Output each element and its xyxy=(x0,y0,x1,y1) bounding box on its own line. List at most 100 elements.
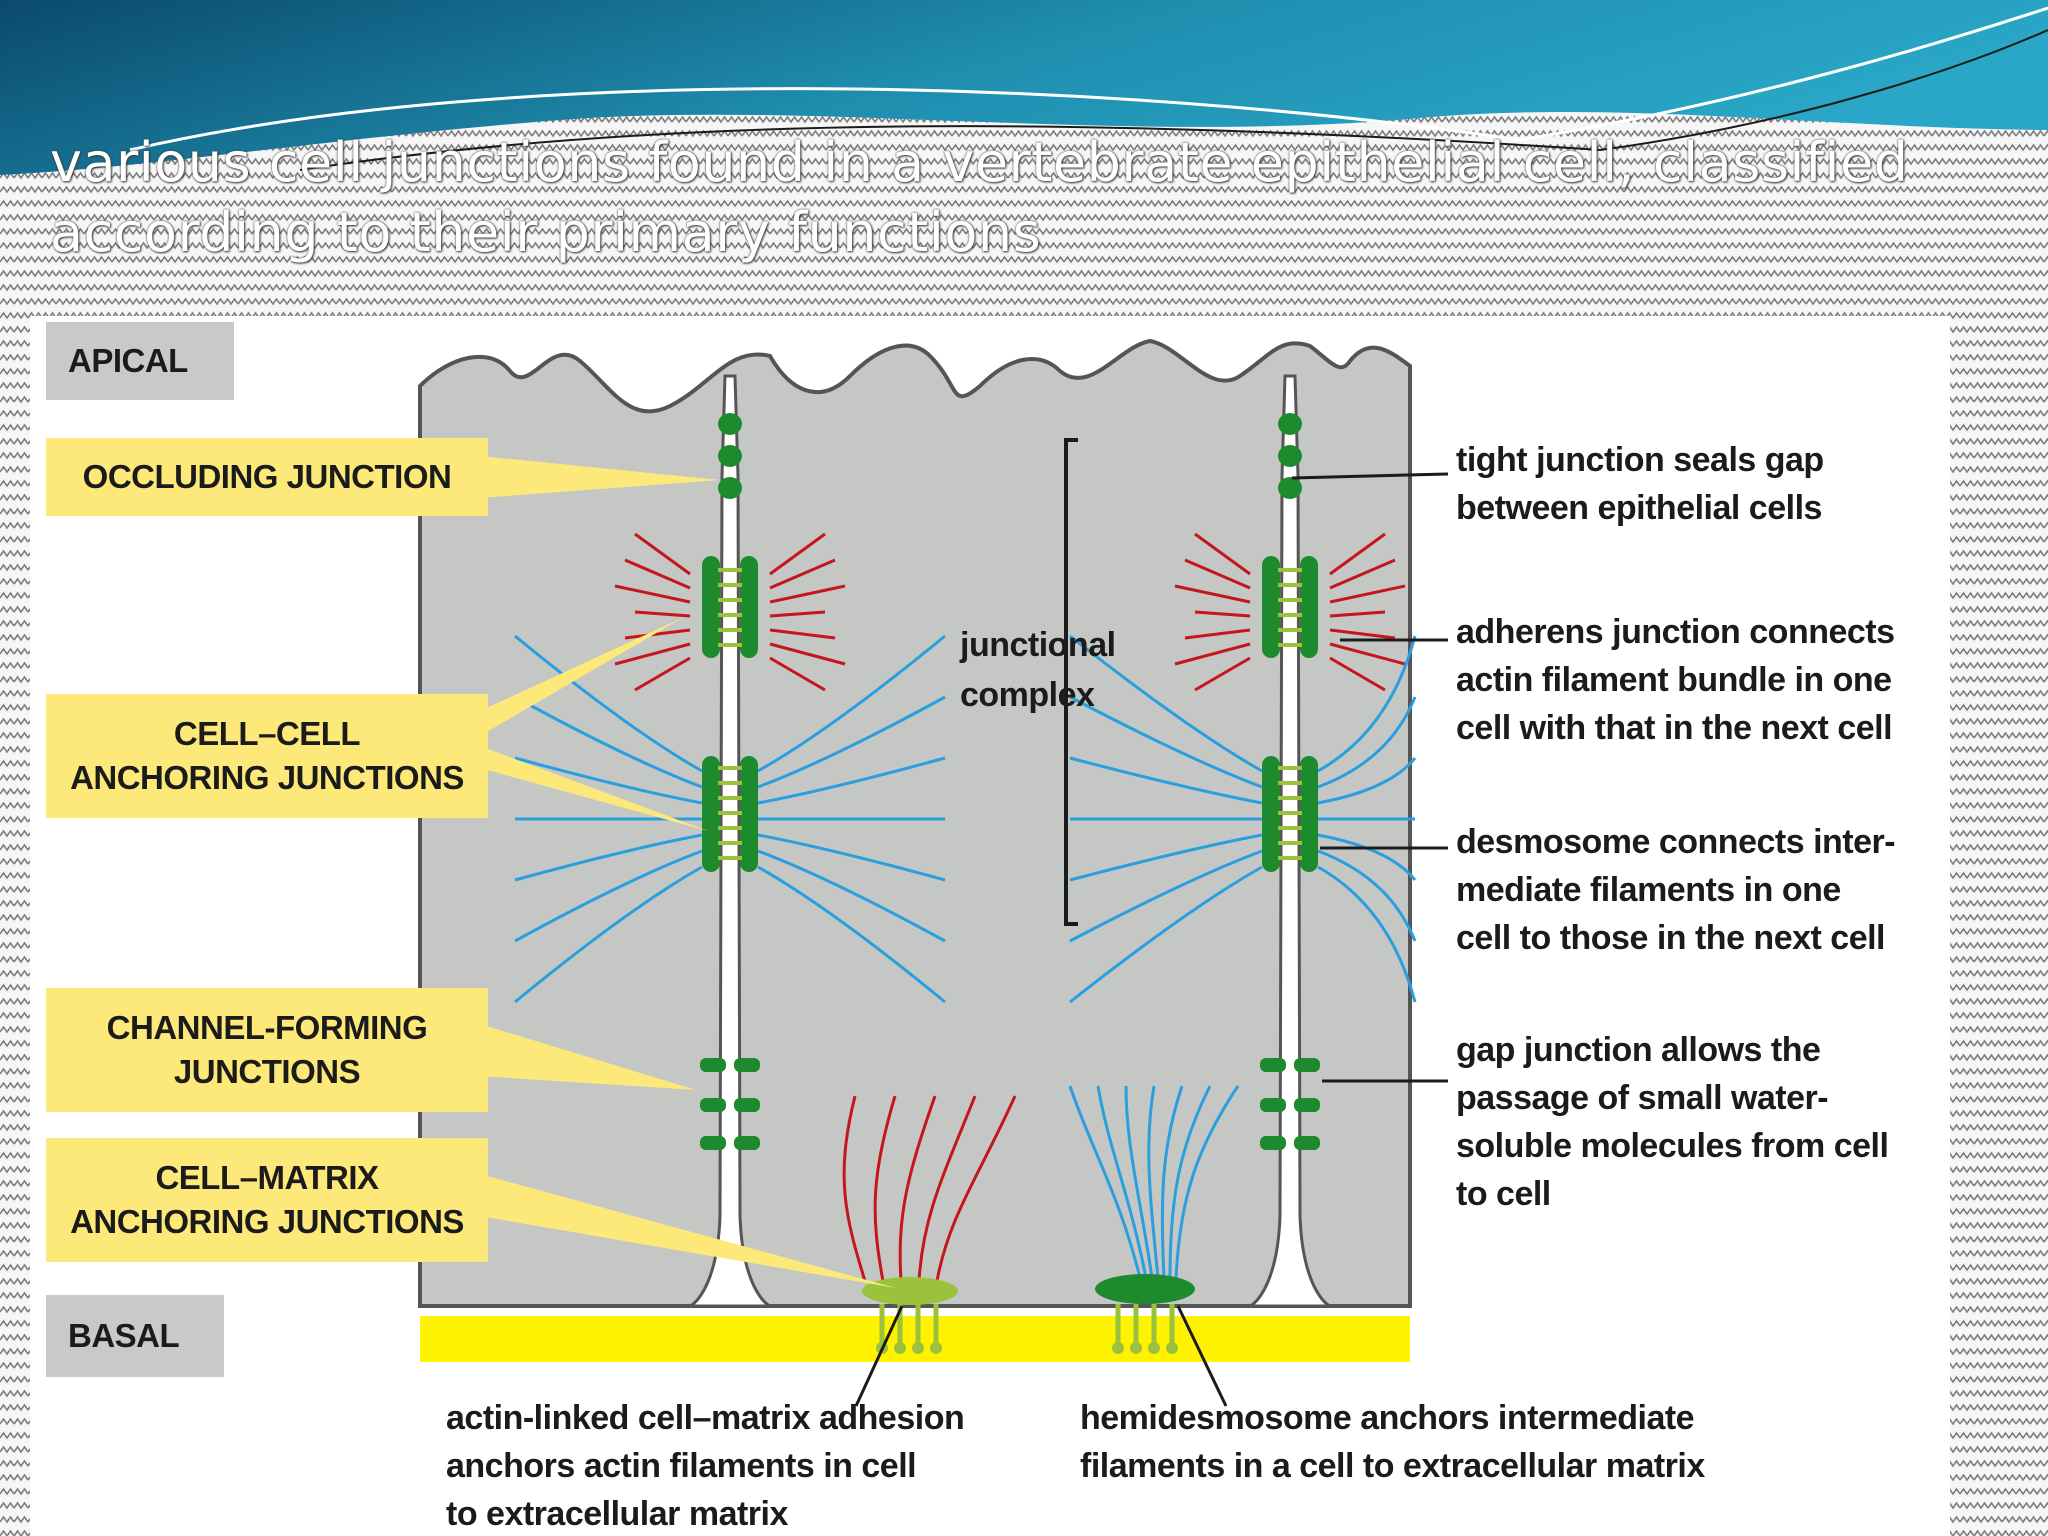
note-line: tight junction seals gap xyxy=(1456,441,1824,479)
integrin-foot xyxy=(894,1342,906,1354)
category-line: JUNCTIONS xyxy=(173,1053,361,1090)
apical-label-box: APICAL xyxy=(46,322,234,400)
junctional-complex-bracket xyxy=(1064,438,1078,926)
intermediate-filament xyxy=(1069,849,1263,943)
tight-junction-bead xyxy=(1278,477,1302,499)
intermediate-filament xyxy=(1124,1085,1154,1279)
integrin-foot xyxy=(930,1342,942,1354)
intermediate-filament xyxy=(757,695,946,789)
tight-junction-bead xyxy=(718,477,742,499)
intermediate-filament xyxy=(1317,696,1417,789)
intermediate-filament xyxy=(514,833,703,882)
actin-filament xyxy=(769,610,826,618)
desmosome-plaque xyxy=(740,756,758,872)
actin-filament xyxy=(1194,532,1251,576)
leader-line xyxy=(854,1305,904,1407)
adherens-plaque xyxy=(702,556,720,658)
gap-connexon xyxy=(700,1058,726,1072)
basal-label: BASAL xyxy=(68,1317,180,1354)
header-wave xyxy=(0,0,2048,175)
note-actin-linked-adhesion: actin-linked cell–matrix adhesion anchor… xyxy=(446,1394,965,1536)
gap-connexon xyxy=(700,1098,726,1112)
slide-title: various cell junctions found in a verteb… xyxy=(50,131,1909,264)
desmosome-plaque xyxy=(1262,756,1280,872)
actin-filament xyxy=(935,1095,1017,1282)
category-cell-matrix-anchoring: CELL–MATRIX ANCHORING JUNCTIONS xyxy=(46,1138,488,1262)
integrin-foot xyxy=(1130,1342,1142,1354)
actin-filament xyxy=(624,628,691,640)
intermediate-filament xyxy=(757,756,946,805)
intermediate-filament xyxy=(514,634,703,773)
category-occluding-junction: OCCLUDING JUNCTION xyxy=(46,438,488,516)
note-line: hemidesmosome anchors intermediate xyxy=(1080,1399,1695,1437)
gap-connexon xyxy=(1260,1058,1286,1072)
tight-junction-bead xyxy=(1278,445,1302,467)
actin-filament xyxy=(1184,558,1251,590)
adherens-plaque xyxy=(1300,556,1318,658)
intermediate-filament xyxy=(1317,849,1417,942)
note-line: desmosome connects inter- xyxy=(1456,823,1896,861)
intermediate-filament xyxy=(1317,635,1417,773)
category-line: ANCHORING JUNCTIONS xyxy=(70,1203,464,1240)
actin-filament xyxy=(1329,628,1396,640)
junctional-complex-label: junctional complex xyxy=(960,620,1116,720)
actin-filament xyxy=(634,610,691,618)
actin-filament xyxy=(634,656,691,692)
note-line: between epithelial cells xyxy=(1456,489,1822,527)
epithelial-junction-diagram xyxy=(418,338,1449,1407)
intermediate-filament xyxy=(1096,1085,1148,1279)
intermediate-filament xyxy=(757,634,946,773)
tight-junction-bead xyxy=(718,445,742,467)
note-line: to extracellular matrix xyxy=(446,1495,788,1533)
apical-label: APICAL xyxy=(68,342,188,379)
actin-filament xyxy=(917,1095,977,1282)
note-line: junctional xyxy=(960,626,1116,664)
note-line: anchors actin filaments in cell xyxy=(446,1447,917,1485)
intermediate-filament xyxy=(757,849,946,943)
actin-filament xyxy=(1184,628,1251,640)
callout-wedge xyxy=(480,1024,696,1090)
note-line: soluble molecules from cell xyxy=(1456,1127,1889,1165)
callout-wedge xyxy=(480,456,720,498)
header-swoosh-2 xyxy=(299,29,2048,171)
basal-lamina xyxy=(420,1316,1410,1362)
note-line: passage of small water- xyxy=(1456,1079,1829,1117)
category-line: CELL–MATRIX xyxy=(155,1159,379,1196)
actin-filament xyxy=(769,558,836,590)
intermediate-filament xyxy=(1174,1085,1240,1279)
actin-filament xyxy=(1194,656,1251,692)
actin-filament xyxy=(769,584,846,604)
callout-wedge xyxy=(480,1174,896,1288)
leader-line xyxy=(1291,472,1449,480)
intermediate-filament xyxy=(514,865,703,1004)
callout-wedge xyxy=(480,746,708,831)
intermediate-filament xyxy=(1069,756,1263,805)
callout-wedge xyxy=(480,618,682,736)
gap-connexon xyxy=(1294,1098,1320,1112)
note-line: cell with that in the next cell xyxy=(1456,709,1893,747)
actin-filament xyxy=(1329,642,1406,666)
note-line: mediate filaments in one xyxy=(1456,871,1841,909)
gap-connexon xyxy=(700,1136,726,1150)
actin-filament xyxy=(1329,610,1386,618)
actin-filament xyxy=(624,558,691,590)
gap-connexon xyxy=(1260,1098,1286,1112)
note-desmosome: desmosome connects inter- mediate filame… xyxy=(1456,818,1896,962)
gap-connexon xyxy=(734,1058,760,1072)
actin-filament xyxy=(842,1095,867,1282)
actin-filament xyxy=(769,628,836,640)
desmosome-plaque xyxy=(702,756,720,872)
note-line: actin filament bundle in one xyxy=(1456,661,1892,699)
tight-junction-bead xyxy=(1278,413,1302,435)
actin-filament xyxy=(1329,558,1396,590)
intermediate-filament xyxy=(514,695,703,789)
focal-adhesion-plaque xyxy=(862,1277,958,1305)
intermediate-filament xyxy=(1317,757,1417,805)
intermediate-filament xyxy=(1317,865,1417,1003)
actin-filament xyxy=(1174,584,1251,604)
category-line: CELL–CELL xyxy=(173,715,361,752)
actin-filament xyxy=(769,656,826,692)
integrin-foot xyxy=(1166,1342,1178,1354)
intermediate-filament xyxy=(1069,833,1263,882)
intermediate-filament xyxy=(1069,865,1263,1004)
